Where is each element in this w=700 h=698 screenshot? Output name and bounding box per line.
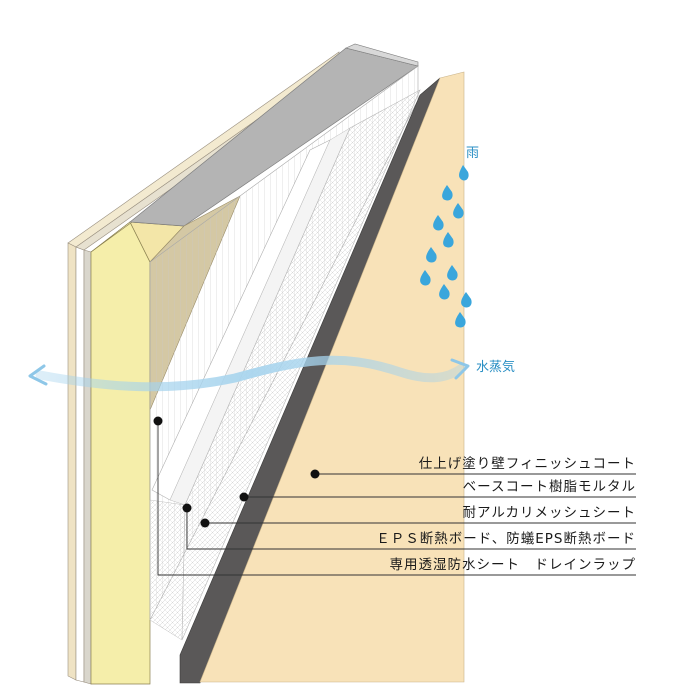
dot-base-coat [239,492,249,502]
vapor-label: 水蒸気 [476,359,515,375]
label-eps-board: ＥＰＳ断熱ボード、防蟻EPS断熱ボード [376,531,636,547]
dot-mesh-sheet [200,518,210,528]
rain-drops [420,165,472,328]
leader-drain-wrap [157,421,636,576]
finish-coat [199,71,465,683]
dot-finish-coat [310,469,320,479]
vapor-arrow [28,355,470,392]
leader-dots [153,416,320,528]
dot-eps-board [182,503,192,513]
label-drain-wrap: 専用透湿防水シート ドレインラップ [390,557,637,573]
label-mesh-sheet: 耐アルカリメッシュシート [463,505,636,521]
layer-labels: 仕上げ塗り壁フィニッシュコート ベースコート樹脂モルタル 耐アルカリメッシュシー… [376,455,637,573]
rain-label: 雨 [466,146,479,161]
dot-drain-wrap [153,416,163,426]
leader-eps-board [186,508,636,550]
label-base-coat: ベースコート樹脂モルタル [463,479,636,495]
leader-lines [157,421,636,576]
label-finish-coat: 仕上げ塗り壁フィニッシュコート [419,455,636,472]
